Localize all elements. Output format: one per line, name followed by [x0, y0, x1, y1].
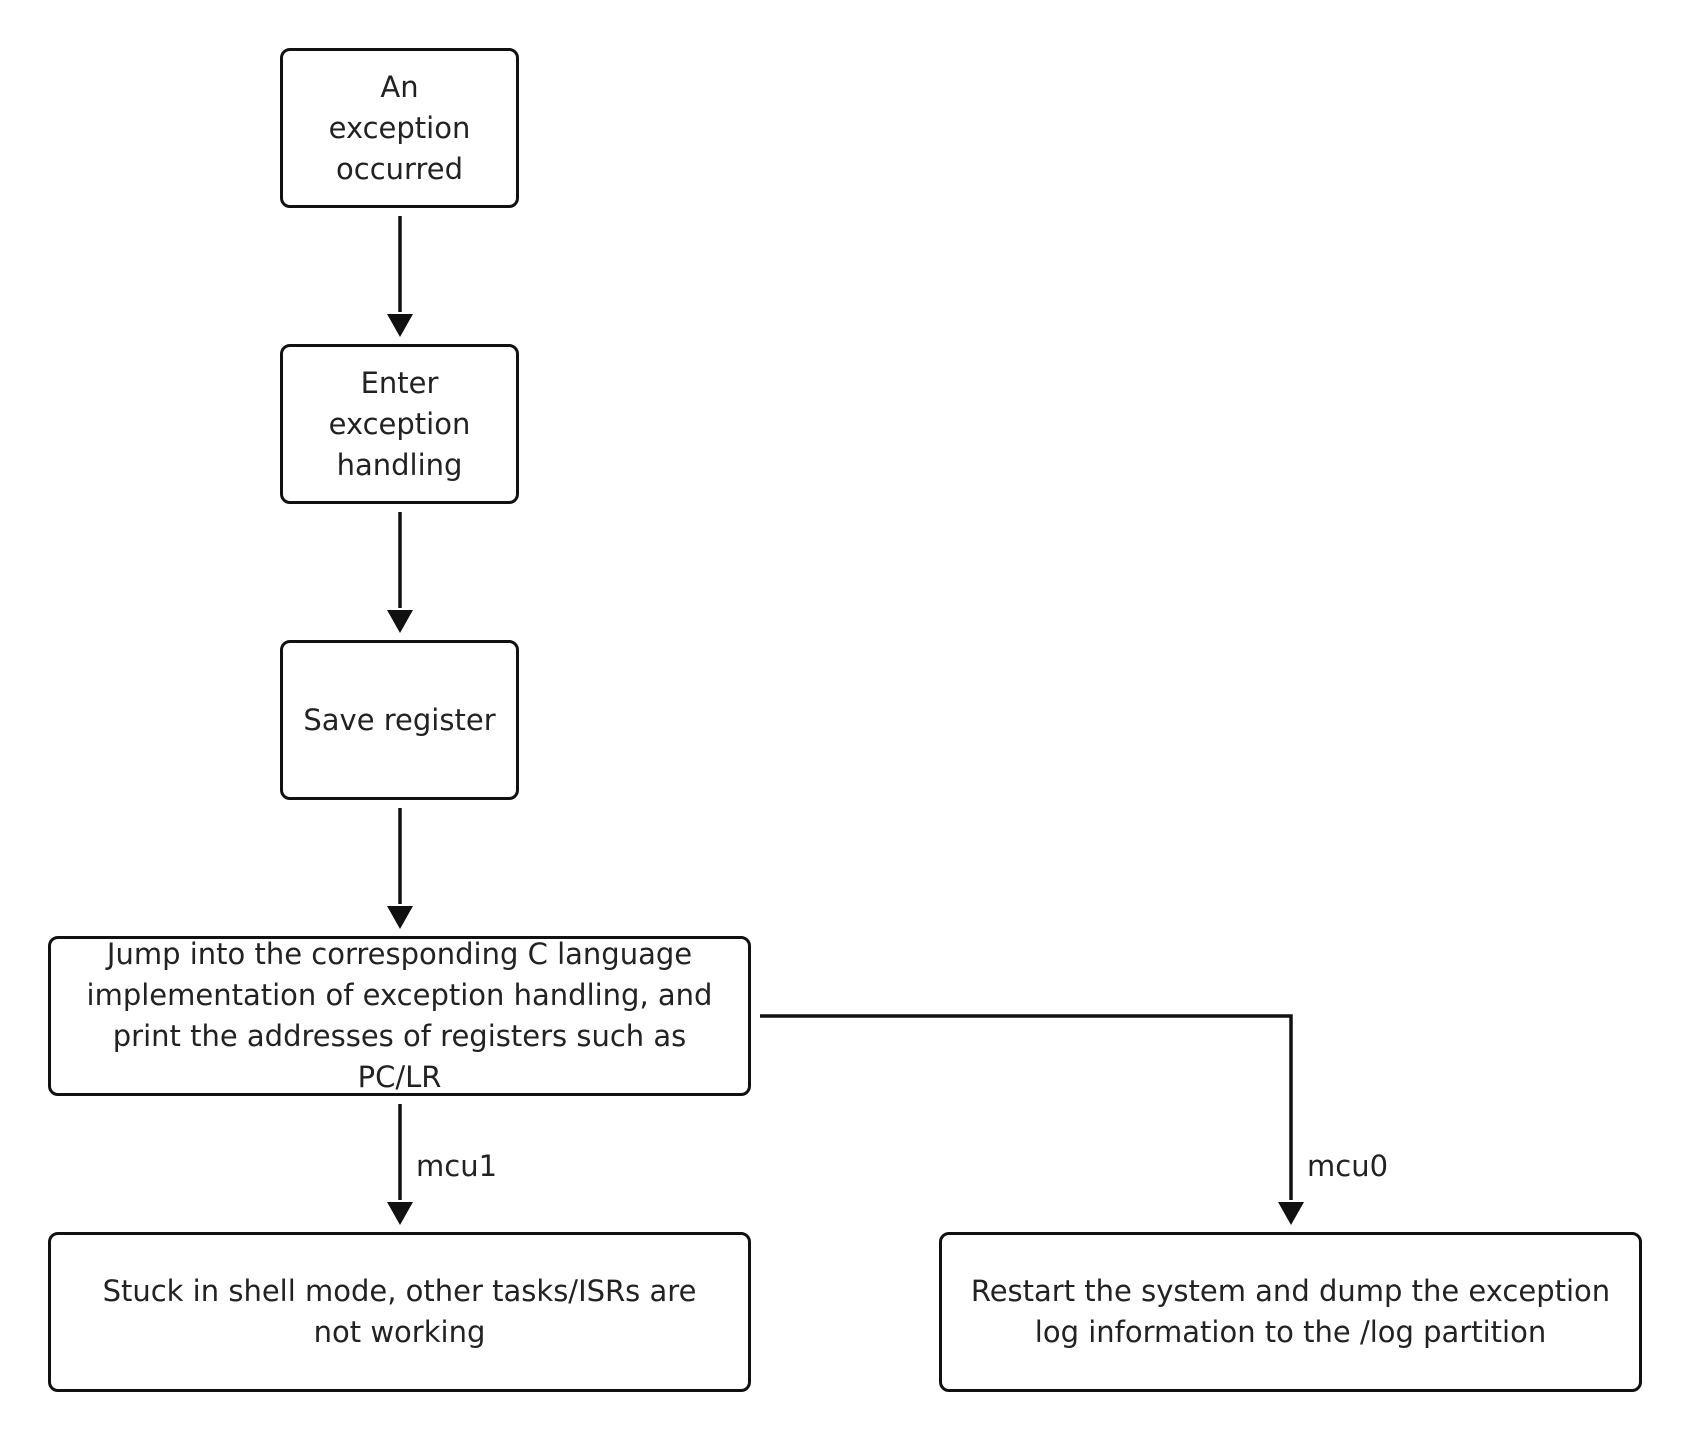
node-save-register-text: Save register — [303, 702, 496, 737]
node-jump-c-handler-text: Jump into the corresponding C language i… — [86, 937, 713, 1094]
arrow-save-to-jump — [387, 808, 413, 929]
node-restart-dump-text: Restart the system and dump the exceptio… — [970, 1274, 1611, 1349]
node-save-register: Save register — [280, 640, 519, 800]
node-restart-dump: Restart the system and dump the exceptio… — [939, 1232, 1642, 1392]
arrow-enter-to-save — [387, 512, 413, 633]
edge-label-mcu1: mcu1 — [416, 1149, 498, 1183]
arrow-jump-to-stuck — [387, 1104, 413, 1225]
arrow-occurred-to-enter — [387, 216, 413, 337]
edge-label-mcu0: mcu0 — [1307, 1149, 1389, 1183]
node-stuck-shell-text: Stuck in shell mode, other tasks/ISRs ar… — [102, 1274, 697, 1349]
node-exception-occurred: An exception occurred — [280, 48, 519, 208]
node-enter-handling: Enter exception handling — [280, 344, 519, 504]
arrow-jump-to-restart — [760, 1014, 1304, 1225]
node-exception-occurred-text: An exception occurred — [328, 69, 471, 186]
node-stuck-shell: Stuck in shell mode, other tasks/ISRs ar… — [48, 1232, 751, 1392]
node-enter-handling-text: Enter exception handling — [328, 365, 471, 482]
node-jump-c-handler: Jump into the corresponding C language i… — [48, 936, 751, 1096]
